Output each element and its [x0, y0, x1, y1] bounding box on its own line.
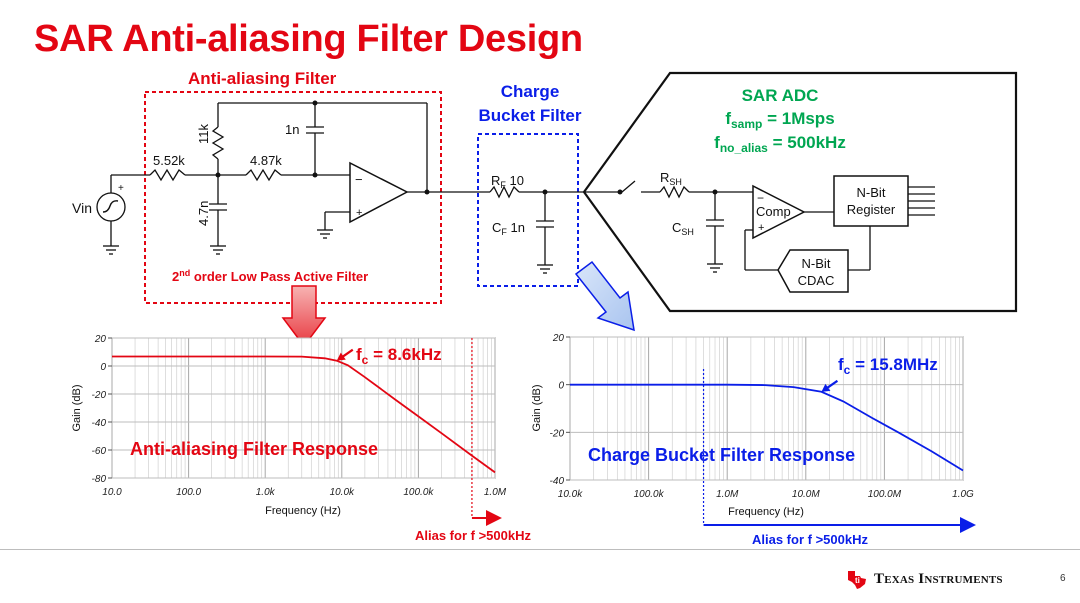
aaf-box-title: Anti-aliasing Filter: [188, 69, 337, 88]
chart-xlabel: Frequency (Hz): [728, 506, 804, 518]
alias-label: Alias for f >500kHz: [752, 532, 868, 547]
chart-ytick-label: -40: [550, 476, 565, 487]
chart-xtick-label: 1.0M: [484, 487, 507, 498]
r-feedback-label: 11k: [196, 124, 211, 144]
chart-xtick-label: 100.0M: [868, 489, 902, 500]
cbf-title-line1: Charge: [501, 82, 560, 101]
opamp-plus: +: [356, 207, 362, 219]
chart-ytick-label: -80: [92, 474, 107, 485]
red-down-arrow-icon: [281, 285, 327, 348]
chart-ytick-label: -20: [550, 428, 565, 439]
footer-divider: [0, 549, 1080, 550]
schematic: [96, 71, 1018, 313]
comparator-icon: [752, 184, 806, 240]
chart-xtick-label: 10.0M: [792, 489, 820, 500]
register-line2: Register: [847, 202, 896, 217]
csh-label: CSH: [672, 220, 694, 237]
adc-fnoalias: fno_alias = 500kHz: [714, 133, 846, 155]
comp-minus: −: [757, 191, 764, 205]
cf-label: CF 1n: [492, 220, 525, 237]
chart-ylabel: Gain (dB): [531, 384, 543, 431]
chart-title: Charge Bucket Filter Response: [588, 445, 855, 465]
switch-icon: [621, 180, 636, 193]
rf-label: RF 10: [491, 173, 524, 190]
ti-logo: ti Texas Instruments: [846, 565, 1003, 593]
fc-pointer-arrowhead: [821, 383, 831, 392]
cdac-line2: CDAC: [798, 273, 835, 288]
aaf-response-chart: 10.0 100.0 1.0k 10.0k 100.0k 1.0M 20 0 -20 -40 -60…: [71, 334, 531, 543]
chart-series-line: [570, 383, 964, 472]
r-second-label: 4.87k: [250, 153, 282, 168]
chart-series-line: [112, 355, 496, 474]
blue-down-arrow-icon: [574, 260, 635, 332]
alias-label: Alias for f >500kHz: [415, 528, 531, 543]
opamp-icon: [349, 161, 409, 224]
fc-pointer-arrowhead: [336, 352, 346, 361]
chart-xtick-label: 10.0: [102, 487, 122, 498]
chart-ytick-label: 0: [100, 362, 106, 373]
c-ground-label: 4.7n: [196, 201, 211, 226]
chart-xtick-label: 1.0M: [716, 489, 739, 500]
r-input-label: 5.52k: [153, 153, 185, 168]
resistor-icon: [149, 168, 186, 182]
vin-plus: +: [118, 183, 124, 194]
page-number: 6: [1060, 573, 1066, 584]
resistor-icon: [659, 185, 690, 199]
cdac-block: [777, 249, 849, 293]
register-block: [833, 175, 909, 227]
comp-plus: +: [758, 222, 764, 234]
chart-title: Anti-aliasing Filter Response: [130, 439, 378, 459]
chart-plot-area: [111, 337, 496, 479]
chart-xtick-label: 100.0: [176, 487, 201, 498]
adc-title: SAR ADC: [742, 86, 819, 105]
ti-wordmark: Texas Instruments: [874, 570, 1003, 587]
aaf-box-caption: 2nd order Low Pass Active Filter: [172, 268, 368, 284]
chart-fc-annotation: fc = 15.8MHz: [838, 355, 938, 377]
chart-ytick-label: 20: [552, 333, 565, 344]
resistor-icon: [489, 185, 520, 199]
vin-label: Vin: [72, 200, 92, 216]
register-line1: N-Bit: [857, 185, 886, 200]
chart-ytick-label: 20: [94, 334, 107, 345]
texas-state-icon: ti: [848, 571, 866, 589]
chart-fc-annotation: fc = 8.6kHz: [356, 345, 442, 367]
cbf-title-line2: Bucket Filter: [479, 106, 582, 125]
sar-adc-block: [582, 71, 1018, 313]
vin-source-icon: [96, 192, 126, 222]
cbf-box: [477, 133, 579, 287]
chart-ytick-label: -20: [92, 390, 107, 401]
opamp-minus: −: [355, 172, 363, 187]
chart-xtick-label: 1.0k: [256, 487, 276, 498]
chart-ylabel: Gain (dB): [71, 384, 83, 431]
cdac-line1: N-Bit: [802, 256, 831, 271]
chart-ytick-label: -40: [92, 418, 107, 429]
chart-xlabel: Frequency (Hz): [265, 505, 341, 517]
c-feedback-label: 1n: [285, 122, 299, 137]
chart-xtick-label: 10.0k: [330, 487, 355, 498]
chart-xtick-label: 10.0k: [558, 489, 583, 500]
slide-title: SAR Anti-aliasing Filter Design: [34, 18, 583, 60]
schematic-nodes: [215, 100, 718, 195]
slide-diagram: Anti-aliasing Filter 2nd order Low Pass …: [71, 69, 1018, 547]
svg-text:ti: ti: [855, 576, 860, 585]
chart-xtick-label: 100.0k: [403, 487, 434, 498]
chart-xtick-label: 100.0k: [634, 489, 665, 500]
rsh-label: RSH: [660, 170, 682, 187]
comp-label: Comp: [756, 204, 791, 219]
chart-ytick-label: 0: [558, 381, 564, 392]
chart-ytick-label: -60: [92, 446, 107, 457]
resistor-icon: [245, 168, 282, 182]
resistor-icon: [211, 126, 225, 160]
adc-fsamp: fsamp = 1Msps: [725, 109, 834, 131]
chart-xtick-label: 1.0G: [952, 489, 974, 500]
